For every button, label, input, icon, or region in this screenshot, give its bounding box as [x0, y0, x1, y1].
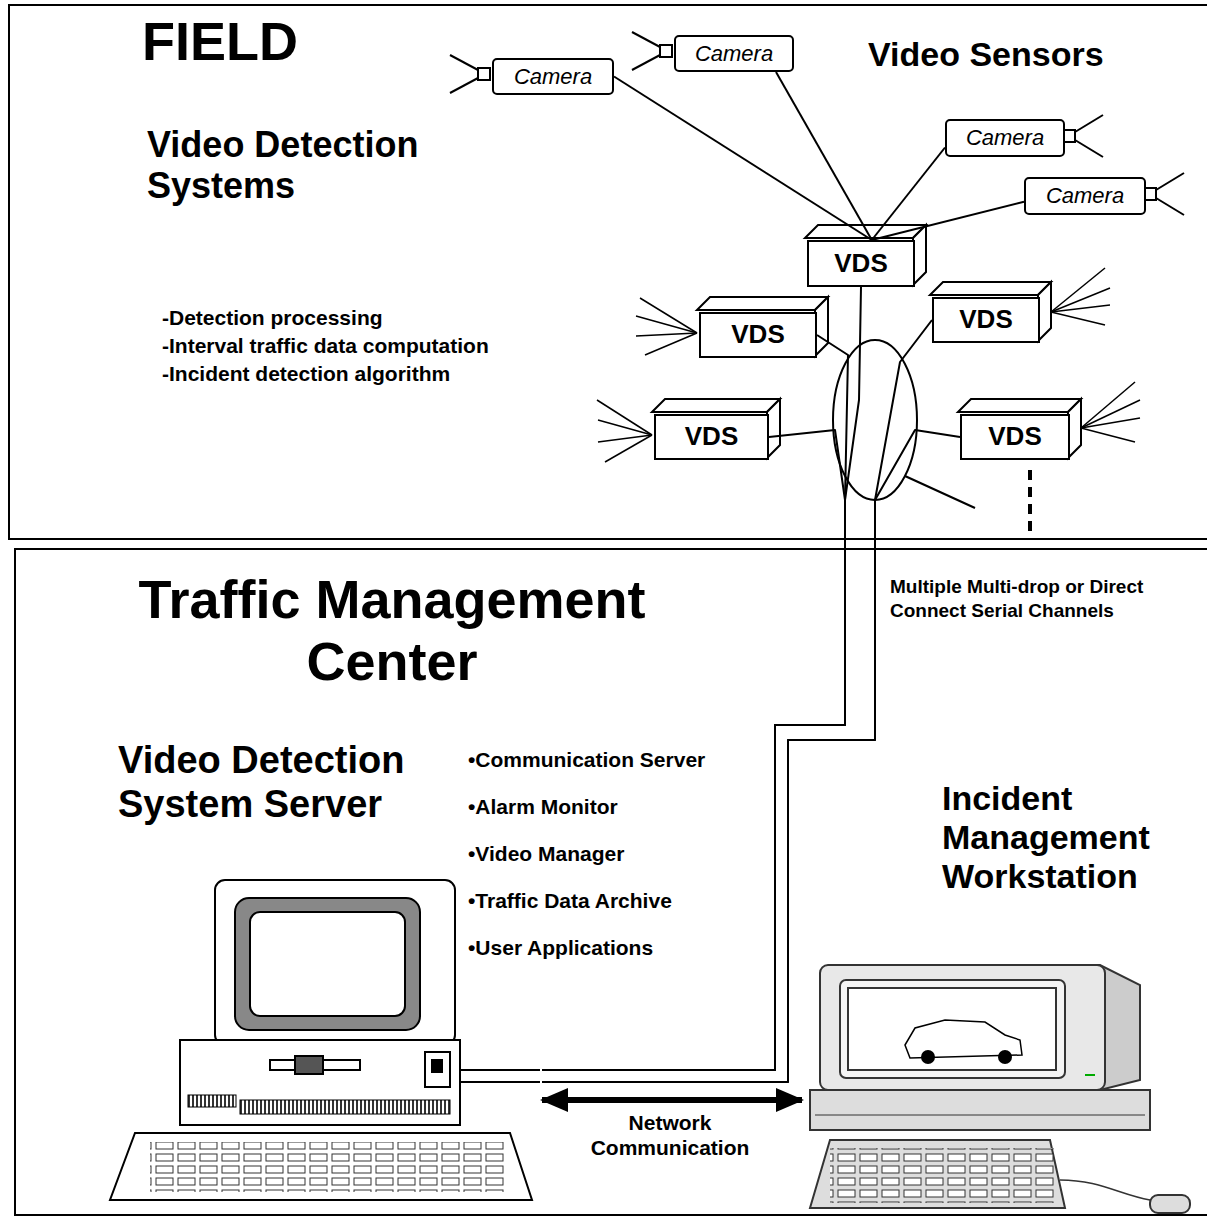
label-text: •Alarm Monitor	[468, 795, 768, 819]
node-text: -Detection processing	[162, 306, 582, 330]
vds-box: VDS	[960, 414, 1070, 460]
node-text: -Interval traffic data computation	[162, 334, 582, 358]
connector	[542, 1097, 802, 1103]
node-text: VDS	[959, 305, 1012, 335]
vds-box: VDS	[699, 312, 817, 358]
connector	[542, 320, 932, 1082]
edge-label: Network Communication	[590, 1110, 750, 1160]
node-text: Camera	[966, 125, 1044, 150]
camera-box: Camera	[1024, 177, 1146, 215]
camera-lenses	[450, 32, 1184, 215]
label-text: Multiple Multi-drop or Direct Connect Se…	[890, 575, 1152, 623]
vds-box: VDS	[932, 297, 1040, 343]
connector	[872, 148, 945, 241]
node-text: Incident Management Workstation	[942, 779, 1200, 896]
vds-box: VDS	[807, 240, 915, 287]
connector	[776, 72, 872, 240]
node-text: FIELD	[142, 10, 442, 72]
node-text: VDS	[685, 422, 738, 452]
node-text: VDS	[731, 320, 784, 350]
vds-box: VDS	[654, 414, 769, 460]
node-text: Video Detection Systems	[147, 124, 487, 207]
camera-inputs	[597, 268, 1140, 462]
node-text: Camera	[514, 64, 592, 89]
node-text: Video Sensors	[868, 35, 1168, 74]
label-text: •Video Manager	[468, 842, 768, 866]
camera-box: Camera	[492, 58, 614, 95]
label-text: •User Applications	[468, 936, 768, 960]
node-text: Traffic Management Center	[72, 568, 712, 692]
camera-box: Camera	[674, 35, 794, 72]
workstation-area: Incident Management Workstation	[802, 777, 1202, 1214]
node-text: VDS	[988, 422, 1041, 452]
label-text: •Traffic Data Archive	[468, 889, 768, 913]
node-text: VDS	[834, 249, 887, 279]
server-computer	[110, 880, 540, 1200]
more-dots	[1028, 470, 1032, 531]
node-text: Video Detection System Server	[118, 739, 528, 826]
connector	[542, 335, 848, 1070]
bus-branch	[905, 476, 975, 508]
node-text: -Incident detection algorithm	[162, 362, 582, 386]
camera-box: Camera	[945, 119, 1065, 157]
field-band: FIELD Video SensorsVideo Detection System…	[8, 4, 1207, 540]
node-text: Camera	[1046, 183, 1124, 208]
label-text: •Communication Server	[468, 748, 768, 772]
connector	[614, 77, 872, 241]
connector	[872, 202, 1024, 240]
node-text: Camera	[695, 41, 773, 66]
workstation-computer	[810, 965, 1190, 1213]
